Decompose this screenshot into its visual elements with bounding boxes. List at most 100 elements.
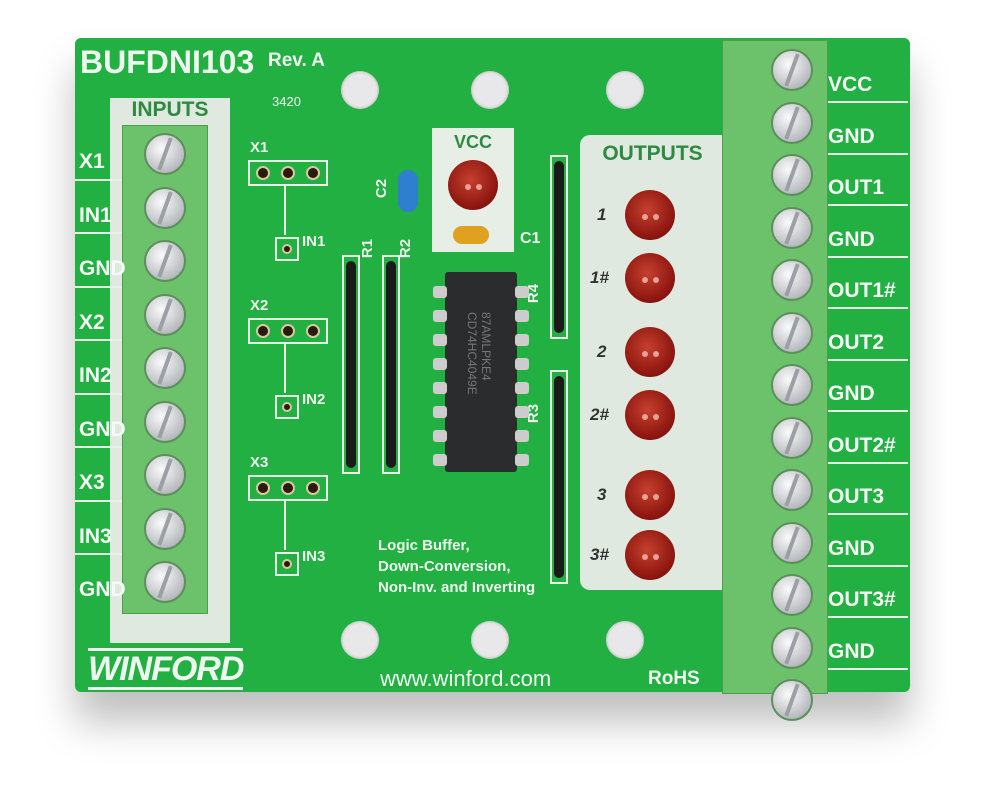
led-label: 1: [597, 205, 607, 224]
chip-pin: [515, 382, 529, 394]
inputs-header: INPUTS: [131, 98, 209, 121]
input-screw-terminal[interactable]: [144, 293, 186, 336]
resistor-symbol: [284, 500, 286, 550]
input-screw-terminal[interactable]: [144, 347, 186, 389]
website-label: www.winford.com: [380, 666, 552, 691]
chip-pin: [433, 454, 447, 466]
ic-chip: 87AMLPKE4 CD74HC4049E: [433, 272, 529, 472]
chip-text-line1: 87AMLPKE4: [479, 312, 493, 381]
chip-pin: [433, 382, 447, 394]
label-divider: [828, 204, 908, 206]
led-label: 3#: [590, 545, 609, 564]
input-screw-terminal[interactable]: [144, 400, 186, 443]
description: Logic Buffer, Down-Conversion, Non-Inv. …: [378, 535, 535, 598]
output-label: GND: [828, 227, 875, 251]
output-screw-terminal[interactable]: [771, 311, 813, 354]
input-label: X3: [79, 471, 105, 494]
output-label: GND: [828, 536, 875, 560]
output-label: GND: [828, 639, 875, 663]
label-divider: [828, 461, 908, 464]
output-screw-terminal[interactable]: [771, 206, 813, 249]
label-divider: [75, 285, 122, 288]
output-led: [625, 253, 675, 303]
led-label: 2#: [590, 405, 609, 424]
label-divider: [828, 667, 908, 670]
mounting-hole: [606, 621, 644, 659]
output-screw-terminal[interactable]: [771, 101, 813, 144]
header-pin: [255, 481, 270, 495]
input-screw-terminal[interactable]: [144, 561, 186, 603]
output-led: [625, 470, 675, 520]
input-label: GND: [79, 257, 126, 280]
output-screw-terminal[interactable]: [771, 469, 813, 511]
output-led: [625, 530, 675, 580]
label-divider: [75, 339, 122, 341]
chip-pin: [515, 334, 529, 346]
output-screw-terminal[interactable]: [771, 626, 813, 669]
output-screw-terminal[interactable]: [771, 364, 813, 406]
input-screw-terminal[interactable]: [144, 507, 186, 550]
output-label: VCC: [828, 73, 873, 96]
model-label: BUFDNI103: [80, 44, 255, 80]
jumper-label: X1: [250, 139, 269, 156]
resistor-symbol: [284, 185, 286, 235]
output-screw-terminal[interactable]: [771, 49, 813, 91]
resistor-pack-r3: [550, 370, 568, 584]
header-pin: [306, 166, 321, 180]
c2-label: C2: [373, 178, 391, 199]
output-screw-terminal[interactable]: [771, 679, 813, 721]
mounting-hole: [471, 71, 509, 109]
testpoint-label: IN2: [302, 391, 326, 408]
output-led: [625, 390, 675, 440]
input-screw-terminal[interactable]: [144, 454, 186, 496]
mounting-hole: [471, 621, 509, 659]
jumper-label: X3: [250, 454, 269, 471]
c1-label: C1: [520, 230, 541, 247]
label-divider: [828, 616, 908, 618]
output-label: OUT3#: [828, 588, 896, 611]
label-divider: [828, 307, 908, 309]
test-point-pad: [282, 244, 292, 254]
chip-pin: [433, 310, 447, 322]
capacitor-c2: [398, 170, 418, 212]
mounting-hole: [341, 71, 379, 109]
header-pin: [306, 324, 321, 338]
input-label: X2: [79, 310, 105, 334]
output-label: OUT1#: [828, 279, 896, 302]
vcc-led: [448, 160, 498, 210]
label-divider: [828, 564, 908, 567]
label-divider: [75, 232, 122, 234]
jumper-header-x2: [248, 318, 328, 344]
test-point-pad: [282, 402, 292, 412]
input-screw-terminal[interactable]: [144, 240, 186, 282]
output-screw-terminal[interactable]: [771, 416, 813, 459]
label-divider: [828, 358, 908, 361]
chip-pin: [515, 430, 529, 442]
label-divider: [828, 152, 908, 155]
output-screw-terminal[interactable]: [771, 574, 813, 616]
label-divider: [75, 392, 122, 395]
description-line: Non-Inv. and Inverting: [378, 579, 536, 596]
chip-pin: [515, 286, 529, 298]
output-screw-terminal[interactable]: [771, 259, 813, 301]
testpoint-label: IN3: [302, 548, 326, 565]
r2-label: R2: [397, 238, 415, 259]
header-pin: [255, 324, 270, 338]
description-line: Logic Buffer,: [378, 537, 470, 554]
chip-pin: [515, 454, 529, 466]
jumper-header-x1: [248, 160, 328, 186]
date-code: 3420: [272, 94, 301, 109]
chip-pin: [433, 358, 447, 370]
header-pin: [306, 481, 321, 495]
input-screw-terminal[interactable]: [144, 186, 186, 229]
input-screw-terminal[interactable]: [144, 133, 186, 175]
output-screw-terminal[interactable]: [771, 154, 813, 196]
output-label: OUT3: [828, 485, 885, 508]
output-screw-terminal[interactable]: [771, 521, 813, 564]
test-point: [275, 552, 299, 576]
header-pin: [280, 324, 295, 338]
label-divider: [75, 446, 122, 448]
output-label: OUT1: [828, 176, 885, 199]
label-divider: [828, 410, 908, 412]
r1-label: R1: [359, 238, 377, 259]
